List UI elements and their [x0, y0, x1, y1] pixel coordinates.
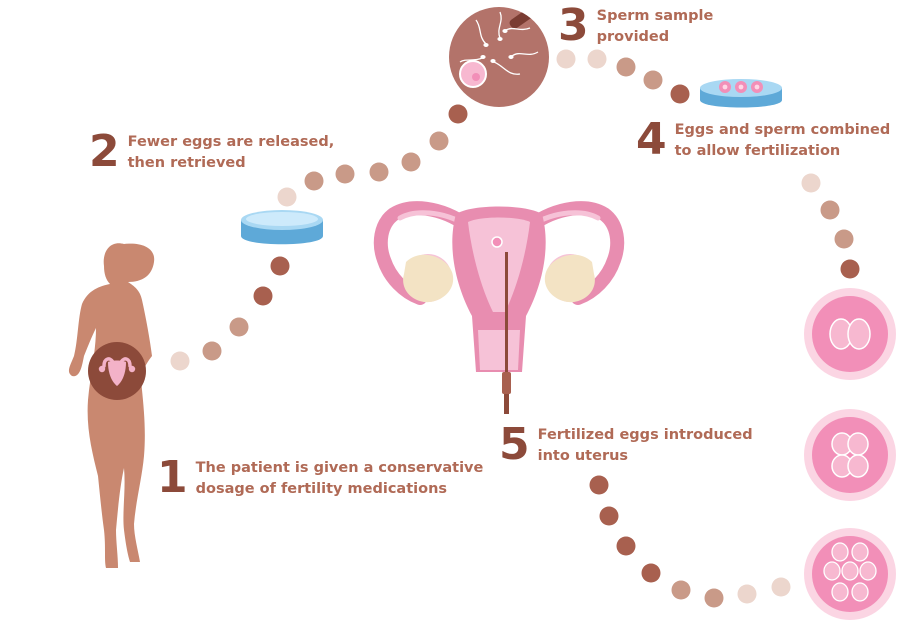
path-dot: [229, 317, 249, 337]
path-dot: [643, 70, 663, 90]
step-5-text: Fertilized eggs introduced into uterus: [538, 425, 753, 467]
path-dot: [771, 577, 791, 597]
dotted-path: [170, 49, 860, 608]
step-1-line-2: dosage of fertility medications: [195, 481, 448, 497]
path-dot: [820, 200, 840, 220]
sperm-egg-icon: [449, 7, 549, 107]
step-5-number: 5: [499, 419, 530, 470]
step-2-line-2: then retrieved: [127, 155, 246, 171]
step-2-line-1: Fewer eggs are released,: [127, 134, 335, 150]
step-5: 5 Fertilized eggs introduced into uterus: [499, 419, 753, 470]
step-4: 4 Eggs and sperm combined to allow ferti…: [636, 114, 891, 165]
uterus-icon: [373, 201, 625, 414]
path-dot: [589, 475, 609, 495]
path-dot: [704, 588, 724, 608]
step-2-text: Fewer eggs are released, then retrieved: [128, 132, 335, 174]
step-3-line-2: provided: [596, 29, 670, 45]
step-3-line-1: Sperm sample: [596, 8, 714, 24]
woman-silhouette-icon: [68, 243, 155, 568]
step-1-number: 1: [157, 452, 188, 503]
step-1-text: The patient is given a conservative dosa…: [196, 458, 484, 500]
embryo-cell-icon-3: [804, 528, 896, 620]
path-dot: [616, 57, 636, 77]
step-4-text: Eggs and sperm combined to allow fertili…: [675, 120, 891, 162]
petri-dish-eggs-icon: [700, 79, 782, 108]
step-4-number: 4: [636, 114, 667, 165]
path-dot: [616, 536, 636, 556]
path-dot: [641, 563, 661, 583]
step-2: 2 Fewer eggs are released, then retrieve…: [89, 126, 335, 177]
path-dot: [429, 131, 449, 151]
path-dot: [801, 173, 821, 193]
step-1: 1 The patient is given a conservative do…: [157, 452, 484, 503]
path-dot: [448, 104, 468, 124]
step-4-line-2: to allow fertilization: [674, 143, 841, 159]
path-dot: [556, 49, 576, 69]
step-3: 3 Sperm sample provided: [558, 0, 714, 51]
path-dot: [202, 341, 222, 361]
path-dot: [599, 506, 619, 526]
path-dot: [587, 49, 607, 69]
step-4-line-1: Eggs and sperm combined: [674, 122, 891, 138]
woman-body: [68, 243, 155, 568]
embryo-cell-icon-2: [804, 409, 896, 501]
step-5-line-2: into uterus: [537, 448, 629, 464]
step-3-number: 3: [558, 0, 589, 51]
path-dot: [401, 152, 421, 172]
path-dot: [670, 84, 690, 104]
petri-dish-icon: [241, 210, 323, 245]
step-3-text: Sperm sample provided: [597, 6, 714, 48]
path-dot: [304, 171, 324, 191]
path-dot: [671, 580, 691, 600]
path-dot: [277, 187, 297, 207]
path-dot: [840, 259, 860, 279]
step-2-number: 2: [89, 126, 120, 177]
path-dot: [335, 164, 355, 184]
path-dot: [253, 286, 273, 306]
embryo-cell-icon-1: [804, 288, 896, 380]
path-dot: [737, 584, 757, 604]
path-dot: [270, 256, 290, 276]
step-1-line-1: The patient is given a conservative: [195, 460, 484, 476]
path-dot: [834, 229, 854, 249]
path-dot: [170, 351, 190, 371]
step-5-line-1: Fertilized eggs introduced: [537, 427, 753, 443]
path-dot: [369, 162, 389, 182]
